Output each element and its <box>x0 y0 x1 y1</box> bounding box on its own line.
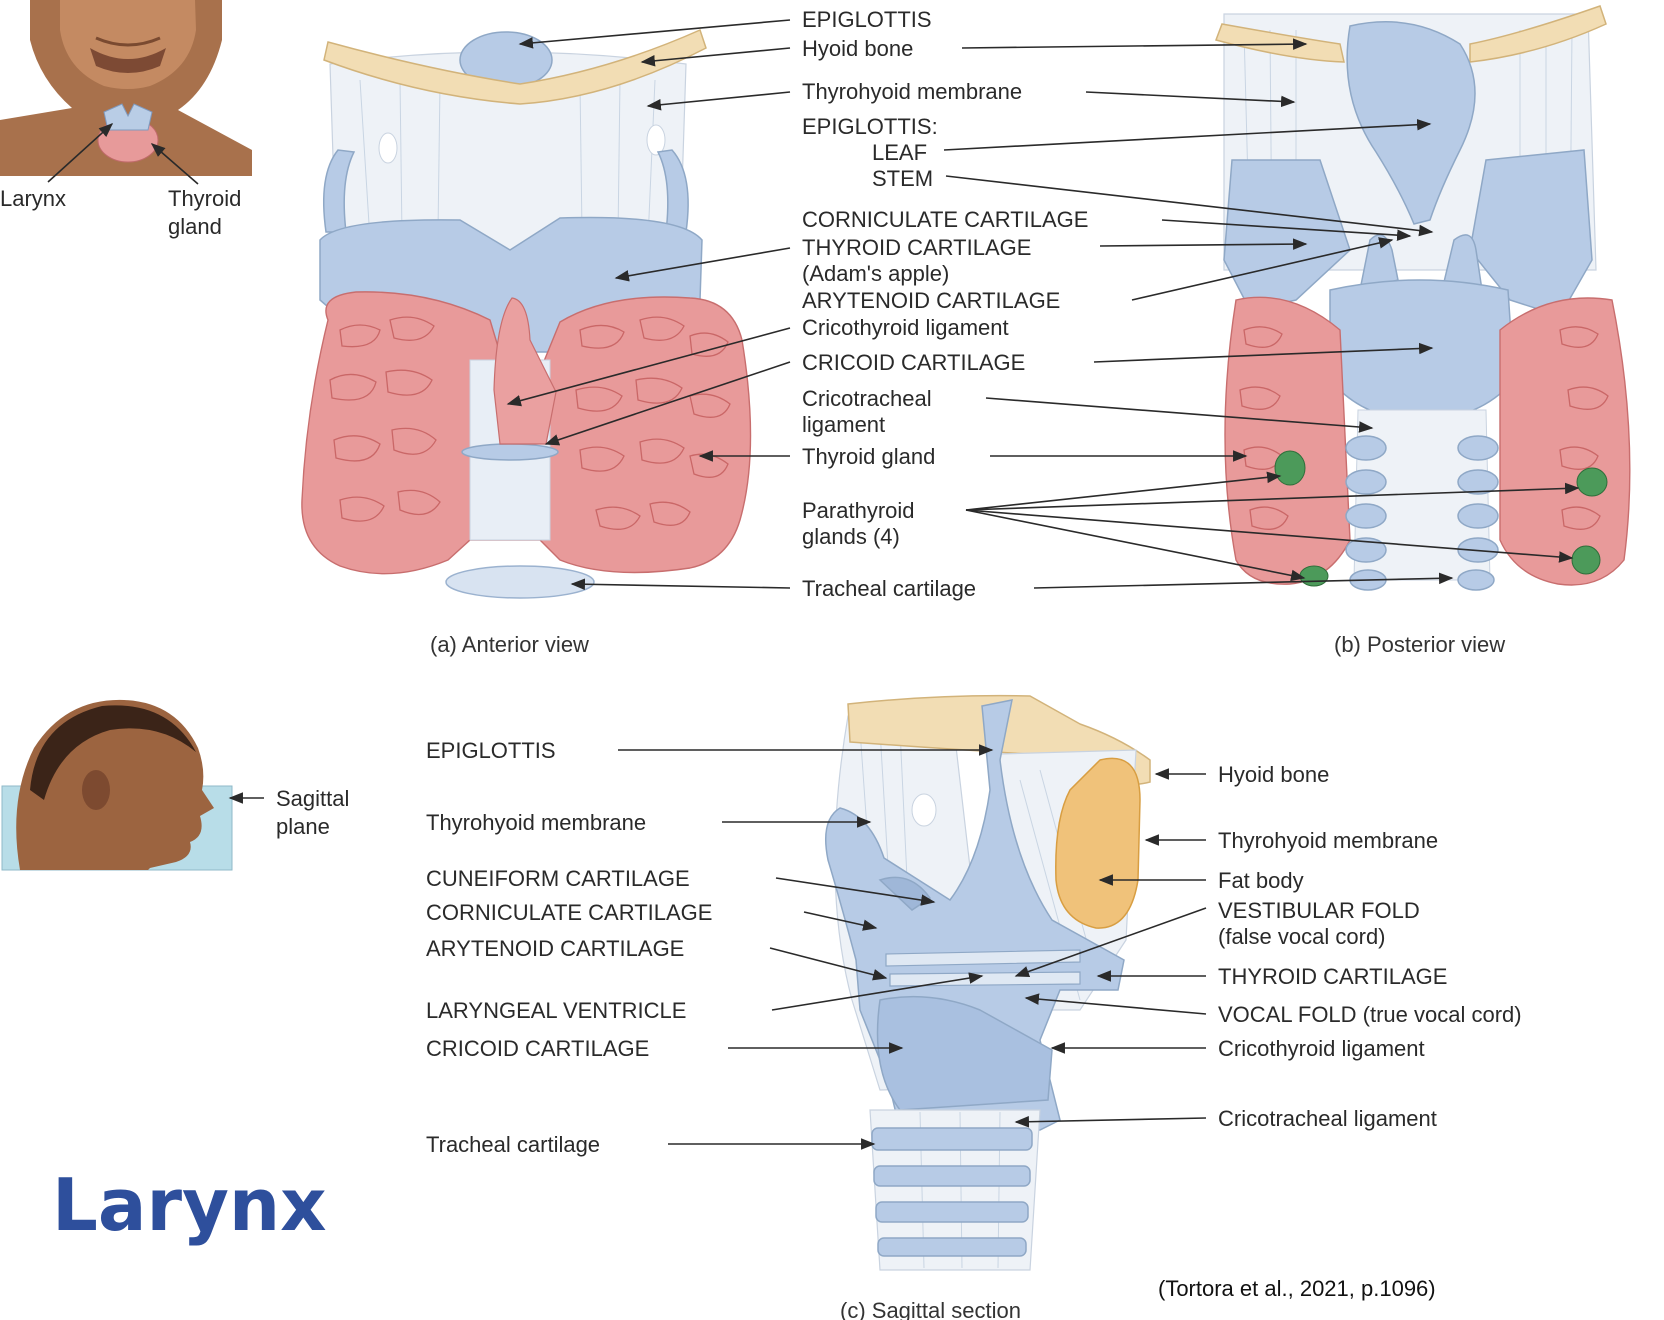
label-hyoid-bone: Hyoid bone <box>802 36 913 61</box>
label-epiglottis: EPIGLOTTIS <box>802 7 932 32</box>
label-thyroid-gland: Thyroid gland <box>802 444 935 469</box>
label-adams-apple: (Adam's apple) <box>802 261 949 286</box>
posterior-thyroid-lobules <box>1239 326 1609 530</box>
sagittal-cricoid-cartilage <box>876 995 1053 1111</box>
parathyroid-gland-1 <box>1274 450 1306 486</box>
c-label-corniculate-cartilage: CORNICULATE CARTILAGE <box>426 900 712 925</box>
neck-inset-thyroid-label-2: gland <box>168 214 222 239</box>
label-tracheal-cartilage: Tracheal cartilage <box>802 576 976 601</box>
neck-inset-thyroid-label: Thyroid <box>168 186 241 211</box>
label-leaf: LEAF <box>872 140 927 165</box>
neck-inset-larynx-label: Larynx <box>0 186 66 211</box>
anterior-view <box>301 28 752 599</box>
posterior-view <box>1215 5 1631 591</box>
c-label-cuneiform-cartilage: CUNEIFORM CARTILAGE <box>426 866 690 891</box>
label-parathyroid: Parathyroid <box>802 498 915 523</box>
sagittal-fat-body <box>1055 757 1141 929</box>
c-label-tracheal-cartilage: Tracheal cartilage <box>426 1132 600 1157</box>
caption-sagittal-section: (c) Sagittal section <box>840 1298 1021 1320</box>
label-parathyroid-glands: glands (4) <box>802 524 900 549</box>
label-stem: STEM <box>872 166 933 191</box>
sagittal-plane-label: plane <box>276 814 330 839</box>
anterior-thyrohyoid-membrane <box>329 51 687 251</box>
anterior-tracheal-cartilage <box>445 565 595 599</box>
neck-inset <box>0 0 252 185</box>
c-label-thyroid-cartilage: THYROID CARTILAGE <box>1218 964 1447 989</box>
c-labels: EPIGLOTTIS Thyrohyoid membrane CUNEIFORM… <box>426 738 1522 1157</box>
caption-anterior-view: (a) Anterior view <box>430 632 589 657</box>
label-cricotracheal: Cricotracheal <box>802 386 932 411</box>
c-label-vocal-fold: VOCAL FOLD (true vocal cord) <box>1218 1002 1522 1027</box>
c-label-thyrohyoid-membrane-left: Thyrohyoid membrane <box>426 810 646 835</box>
c-label-vestibular-fold: VESTIBULAR FOLD <box>1218 898 1420 923</box>
parathyroid-gland-2 <box>1576 467 1608 497</box>
c-label-laryngeal-ventricle: LARYNGEAL VENTRICLE <box>426 998 686 1023</box>
anterior-hyoid-bone <box>323 28 707 105</box>
c-label-epiglottis: EPIGLOTTIS <box>426 738 556 763</box>
label-cricoid-cartilage: CRICOID CARTILAGE <box>802 350 1025 375</box>
posterior-cricoid-cartilage <box>1329 279 1515 421</box>
c-label-cricothyroid-ligament: Cricothyroid ligament <box>1218 1036 1425 1061</box>
anterior-thyroid-lobules <box>329 316 731 530</box>
anterior-pyramidal-lobe <box>493 297 557 445</box>
c-label-arytenoid-cartilage: ARYTENOID CARTILAGE <box>426 936 684 961</box>
sagittal-vocal-fold <box>889 971 1081 987</box>
posterior-thyroid-lamina-left <box>1223 159 1351 311</box>
label-corniculate-cartilage: CORNICULATE CARTILAGE <box>802 207 1088 232</box>
posterior-epiglottis <box>1346 21 1476 225</box>
posterior-hyoid-bone <box>1215 5 1607 63</box>
c-label-fat-body: Fat body <box>1218 868 1304 893</box>
caption-posterior-view: (b) Posterior view <box>1334 632 1505 657</box>
posterior-arytenoid-right <box>1443 234 1483 291</box>
c-label-cricoid-cartilage: CRICOID CARTILAGE <box>426 1036 649 1061</box>
sagittal-section <box>825 694 1151 1271</box>
c-label-thyrohyoid-membrane-right: Thyrohyoid membrane <box>1218 828 1438 853</box>
label-arytenoid-cartilage: ARYTENOID CARTILAGE <box>802 288 1060 313</box>
ab-labels: EPIGLOTTIS Hyoid bone Thyrohyoid membran… <box>802 7 1088 601</box>
c-label-hyoid-bone: Hyoid bone <box>1218 762 1329 787</box>
sagittal-vestibular-fold <box>885 949 1081 967</box>
label-thyroid-cartilage: THYROID CARTILAGE <box>802 235 1031 260</box>
label-cricothyroid-ligament: Cricothyroid ligament <box>802 315 1009 340</box>
ab-leader-lines <box>506 19 1580 590</box>
label-cricotracheal-ligament: ligament <box>802 412 885 437</box>
c-leader-lines <box>618 744 1207 1150</box>
posterior-thyroid-gland-right <box>1499 297 1631 586</box>
parathyroid-gland-3 <box>1571 545 1601 575</box>
label-thyrohyoid-membrane: Thyrohyoid membrane <box>802 79 1022 104</box>
citation: (Tortora et al., 2021, p.1096) <box>1158 1276 1436 1301</box>
label-epiglottis-heading: EPIGLOTTIS: <box>802 114 938 139</box>
sagittal-label: Sagittal <box>276 786 349 811</box>
parathyroid-gland-4 <box>1299 565 1329 587</box>
slide-title: Larynx <box>52 1163 327 1247</box>
posterior-thyroid-gland-left <box>1224 296 1351 585</box>
c-label-false-vocal-cord: (false vocal cord) <box>1218 924 1386 949</box>
head-inset <box>1 699 233 871</box>
anterior-cricoid-band <box>461 443 559 461</box>
c-label-cricotracheal-ligament: Cricotracheal ligament <box>1218 1106 1437 1131</box>
sagittal-tracheal-rings <box>871 1127 1033 1257</box>
